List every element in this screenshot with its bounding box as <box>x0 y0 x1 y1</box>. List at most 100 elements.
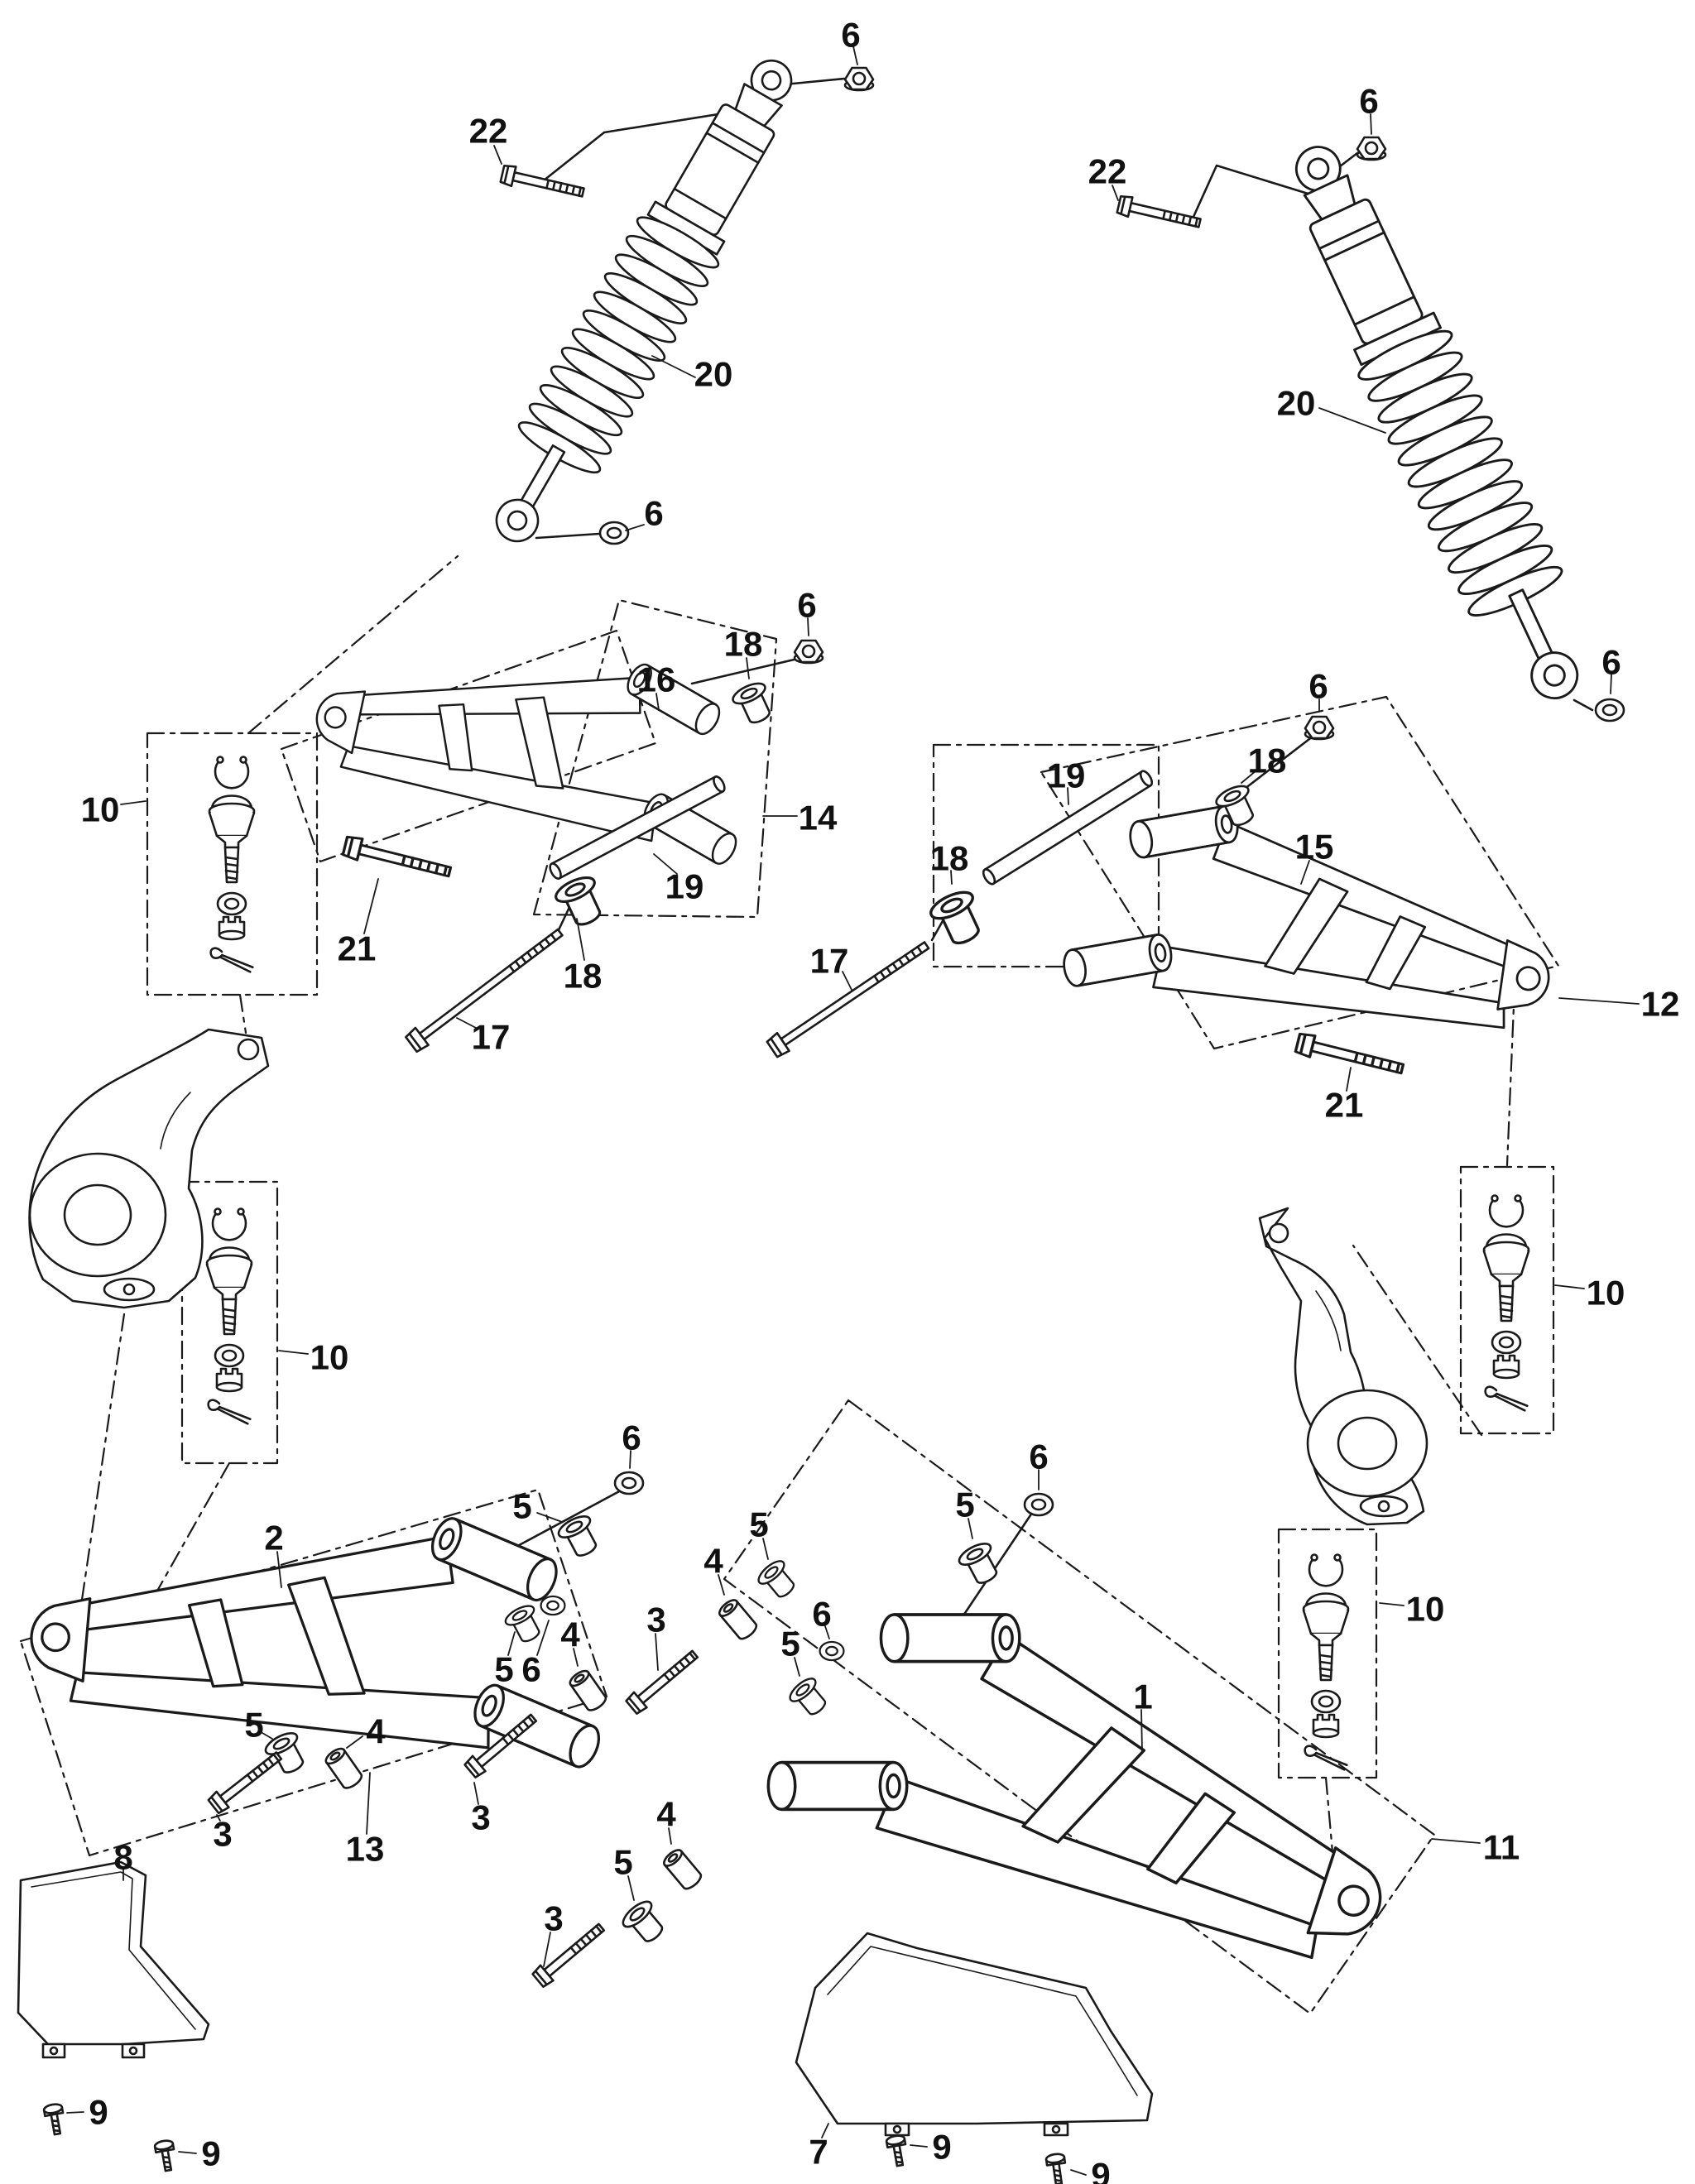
callout-label-6: 6 <box>622 1418 641 1457</box>
callout-label-21: 21 <box>1325 1086 1364 1125</box>
washer <box>613 1471 645 1495</box>
bushing <box>785 1673 833 1722</box>
bushing <box>551 871 611 933</box>
boundary-link <box>77 1313 126 1624</box>
ball-joint-kit-knuckle-right <box>1303 1555 1349 1770</box>
callout-leader <box>543 1932 551 1967</box>
callout-label-3: 3 <box>646 1601 665 1639</box>
bolt <box>623 1645 703 1716</box>
boundary-link <box>1505 985 1516 1167</box>
callout-leader <box>655 1633 659 1671</box>
shock-absorber-left <box>465 39 823 563</box>
callout-leader <box>178 2151 197 2154</box>
callout-leader <box>762 1538 769 1560</box>
callout-leader <box>366 1772 371 1835</box>
callout-label-13: 13 <box>346 1830 385 1869</box>
callout-leader <box>1070 2169 1087 2176</box>
callout-leader <box>1318 407 1386 434</box>
callout-leader <box>346 1735 363 1749</box>
nut <box>793 639 824 665</box>
callout-leader <box>842 971 852 991</box>
sleeve-tube <box>549 775 726 881</box>
callout-label-6: 6 <box>841 16 860 55</box>
callout-label-6: 6 <box>1029 1438 1048 1476</box>
callout-label-15: 15 <box>1295 828 1334 866</box>
callout-label-18: 18 <box>1248 742 1287 780</box>
callout-leader <box>1431 1838 1481 1844</box>
fasteners <box>41 66 1625 2184</box>
callout-label-9: 9 <box>932 2128 951 2167</box>
callout-leader <box>573 1648 579 1667</box>
steering-knuckle-left <box>28 1028 270 1309</box>
callout-label-4: 4 <box>656 1795 676 1834</box>
callout-label-12: 12 <box>1641 985 1680 1024</box>
callout-leader <box>456 1017 478 1030</box>
callout-leader <box>1379 1602 1404 1606</box>
splash-guard-right <box>795 1932 1154 2137</box>
callout-label-4: 4 <box>703 1542 723 1581</box>
callout-label-5: 5 <box>749 1505 768 1544</box>
screw <box>1044 2152 1069 2184</box>
callout-leader <box>627 1875 635 1901</box>
callout-leader <box>651 355 696 378</box>
callout-leader <box>625 524 645 531</box>
bolt <box>206 1746 286 1816</box>
callout-leader <box>1346 1067 1352 1092</box>
washer <box>1594 698 1625 722</box>
callout-leader <box>1554 1284 1585 1289</box>
callout-label-20: 20 <box>694 355 733 394</box>
callout-label-6: 6 <box>644 494 663 533</box>
callout-label-5: 5 <box>244 1706 263 1745</box>
callout-leader <box>216 1814 221 1822</box>
washer <box>540 1595 566 1616</box>
bushing <box>261 1727 312 1779</box>
callout-label-19: 19 <box>1047 756 1086 795</box>
boundary-link <box>238 993 247 1034</box>
ball-joint-kit-upper-right <box>1483 1196 1529 1411</box>
washer <box>819 1640 845 1662</box>
ball-joint-kit-knuckle-left <box>206 1209 252 1424</box>
callout-label-5: 5 <box>780 1625 799 1663</box>
callout-label-8: 8 <box>113 1838 132 1877</box>
callout-label-10: 10 <box>310 1338 349 1377</box>
boundary-lower-arm-right <box>723 1399 1436 2015</box>
callout-leader <box>718 1574 725 1596</box>
callout-leader <box>536 1512 563 1523</box>
callout-label-11: 11 <box>1483 1828 1520 1867</box>
callout-label-18: 18 <box>930 839 969 878</box>
callout-leader <box>746 657 750 679</box>
callout-label-9: 9 <box>89 2093 108 2132</box>
callout-label-6: 6 <box>1308 667 1328 706</box>
callout-label-21: 21 <box>338 929 377 968</box>
callout-leader <box>576 918 585 961</box>
callout-leader <box>968 1518 973 1539</box>
washer <box>598 521 630 545</box>
callout-leader <box>507 1631 516 1656</box>
boundary-upper-arm-left <box>280 629 657 863</box>
boundary-ball-joint-box-knuckle-right <box>1277 1528 1378 1779</box>
callout-label-14: 14 <box>799 799 838 838</box>
nut <box>843 66 875 92</box>
callout-label-17: 17 <box>472 1018 511 1057</box>
callout-label-22: 22 <box>1088 152 1127 191</box>
callout-leader <box>276 1551 282 1588</box>
callout-label-6: 6 <box>521 1650 540 1689</box>
callout-label-9: 9 <box>1091 2156 1110 2184</box>
bolt <box>1116 194 1203 234</box>
nut <box>1356 136 1387 161</box>
bolt <box>530 1918 609 1990</box>
callout-label-5: 5 <box>955 1486 974 1524</box>
callout-label-2: 2 <box>264 1519 283 1558</box>
callout-label-3: 3 <box>213 1815 232 1854</box>
callout-leader <box>66 2111 84 2114</box>
callout-leader <box>629 1450 631 1469</box>
boundary-link <box>247 554 459 735</box>
callout-leader <box>1241 770 1257 784</box>
callout-leader <box>493 145 502 165</box>
callout-leader <box>950 870 953 885</box>
callout-leader <box>655 693 660 711</box>
bushing <box>925 886 991 952</box>
sleeve-tube <box>982 770 1154 886</box>
